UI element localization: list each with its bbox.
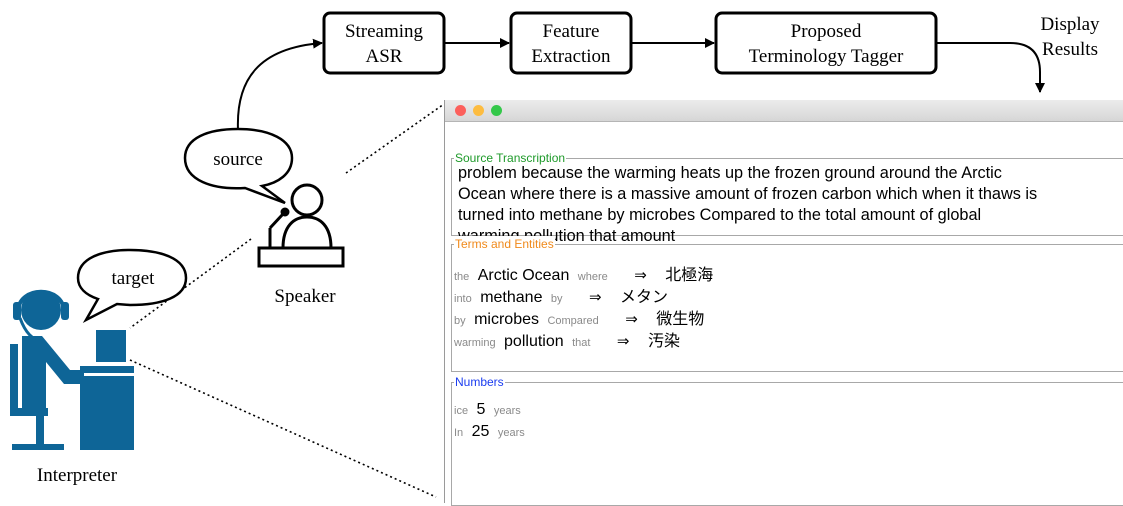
box-asr-line1: Streaming bbox=[345, 21, 424, 42]
number-row: ice 5 years bbox=[454, 401, 521, 419]
pipeline-box-feature: Feature Extraction bbox=[509, 11, 633, 75]
numbers-panel: Numbers ice 5 years In 25 years bbox=[451, 374, 1123, 506]
term-text: Arctic Ocean bbox=[477, 267, 570, 284]
pipeline-box-tagger: Proposed Terminology Tagger bbox=[714, 11, 938, 75]
source-speech-bubble: source bbox=[183, 127, 294, 205]
term-text: methane bbox=[480, 289, 543, 306]
term-context-before: into bbox=[454, 293, 472, 305]
term-context-after: that bbox=[572, 337, 591, 349]
zoom-window-button[interactable] bbox=[491, 105, 502, 116]
box-feature-line1: Feature bbox=[543, 21, 600, 42]
source-bubble-text: source bbox=[213, 149, 263, 170]
transcription-text: problem because the warming heats up the… bbox=[458, 163, 1118, 247]
dotted-connectors bbox=[129, 103, 445, 498]
translation-arrow: ⇒ bbox=[589, 289, 602, 306]
pipeline-arrows bbox=[236, 38, 1045, 131]
term-row: by microbes Compared ⇒ 微生物 bbox=[454, 305, 704, 329]
box-tagger-line1: Proposed bbox=[791, 21, 862, 42]
term-row: the Arctic Ocean where ⇒ 北極海 bbox=[454, 261, 713, 285]
term-row: into methane by ⇒ メタン bbox=[454, 283, 668, 307]
terms-entities-panel: Terms and Entities the Arctic Ocean wher… bbox=[451, 236, 1123, 372]
number-context-after: years bbox=[497, 427, 525, 439]
interpreter-icon bbox=[10, 289, 134, 450]
source-transcription-panel: Source Transcription problem because the… bbox=[451, 150, 1123, 245]
app-window: Source Transcription problem because the… bbox=[444, 100, 1123, 506]
term-translation: 汚染 bbox=[647, 333, 680, 350]
pipeline-box-asr: Streaming ASR bbox=[322, 11, 446, 75]
target-bubble-text: target bbox=[112, 268, 156, 289]
term-context-before: the bbox=[454, 271, 470, 283]
display-label-line1: Display bbox=[1040, 14, 1100, 35]
window-titlebar[interactable] bbox=[445, 100, 1123, 122]
translation-arrow: ⇒ bbox=[634, 267, 647, 284]
close-window-button[interactable] bbox=[455, 105, 466, 116]
transcription-line: problem because the warming heats up the… bbox=[458, 164, 1002, 182]
source-transcription-legend: Source Transcription bbox=[454, 150, 567, 166]
speaker-icon bbox=[257, 183, 345, 268]
term-context-after: Compared bbox=[547, 315, 599, 327]
box-tagger-line2: Terminology Tagger bbox=[749, 46, 904, 67]
term-translation: 北極海 bbox=[665, 267, 714, 284]
number-context-before: In bbox=[454, 427, 464, 439]
term-context-after: where bbox=[577, 271, 608, 283]
interpreter-label: Interpreter bbox=[37, 465, 118, 486]
box-feature-line2: Extraction bbox=[531, 46, 611, 67]
number-context-after: years bbox=[493, 405, 521, 417]
transcription-line: Ocean where there is a massive amount of… bbox=[458, 185, 1038, 203]
translation-arrow: ⇒ bbox=[616, 333, 630, 350]
translation-arrow: ⇒ bbox=[625, 311, 638, 328]
term-text: microbes bbox=[474, 311, 539, 328]
display-label-line2: Results bbox=[1042, 39, 1098, 60]
term-context-before: warming bbox=[454, 337, 496, 349]
term-context-after: by bbox=[550, 293, 563, 305]
term-translation: 微生物 bbox=[656, 311, 705, 328]
transcription-line: turned into methane by microbes Compared… bbox=[458, 206, 982, 224]
number-value: 5 bbox=[476, 401, 486, 418]
numbers-legend: Numbers bbox=[454, 374, 505, 390]
speaker-label: Speaker bbox=[274, 286, 336, 307]
minimize-window-button[interactable] bbox=[473, 105, 484, 116]
number-value: 25 bbox=[471, 423, 490, 440]
terms-entities-legend: Terms and Entities bbox=[454, 236, 555, 252]
target-speech-bubble: target bbox=[76, 248, 188, 324]
term-translation: メタン bbox=[620, 289, 669, 306]
number-row: In 25 years bbox=[454, 423, 525, 441]
number-context-before: ice bbox=[454, 405, 469, 417]
term-row: warming pollution that ⇒ 汚染 bbox=[454, 327, 680, 351]
term-text: pollution bbox=[504, 333, 564, 350]
term-context-before: by bbox=[454, 315, 466, 327]
box-asr-line2: ASR bbox=[366, 46, 403, 67]
